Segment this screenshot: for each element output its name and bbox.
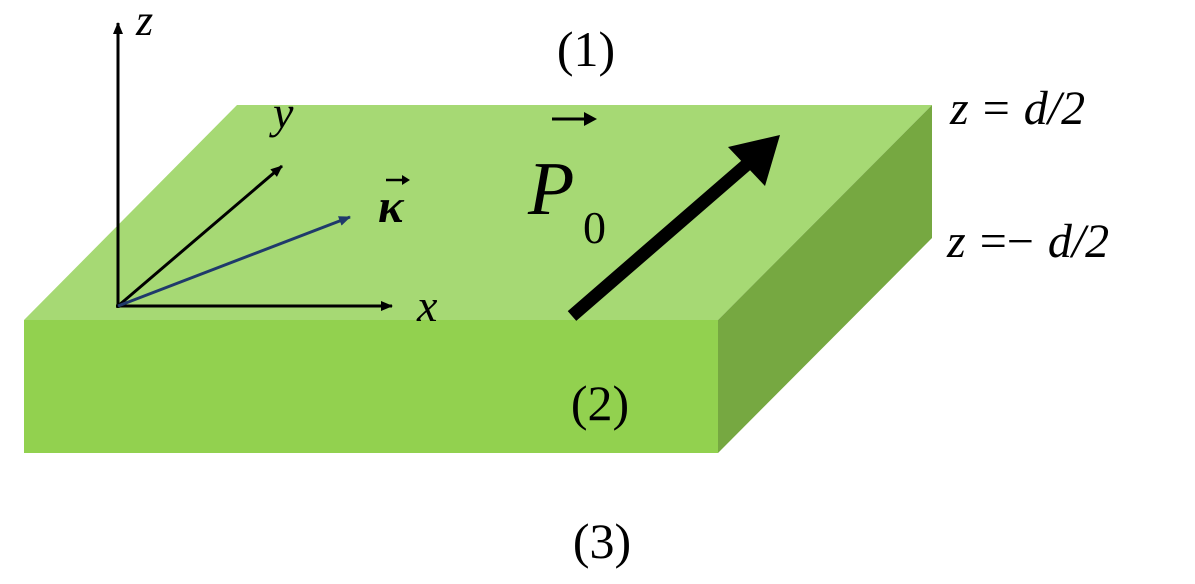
lower-boundary-rhs: d/2 — [1048, 215, 1109, 268]
lower-boundary-label: z =−d/2 — [946, 215, 1109, 268]
polarization-vector-accent-icon — [552, 112, 597, 126]
polarization-label: P 0 — [527, 112, 606, 253]
polarization-subscript: 0 — [583, 202, 606, 253]
lower-boundary-z: z — [946, 215, 966, 268]
slab-top-face — [24, 105, 932, 320]
lower-boundary-eq: = — [980, 215, 1007, 268]
region-1-label: (1) — [557, 21, 615, 77]
z-axis-label: z — [135, 0, 153, 45]
y-axis-arrow — [117, 164, 283, 308]
upper-boundary-rhs: d/2 — [1024, 82, 1085, 135]
slab-front-face — [24, 320, 718, 453]
polarization-arrow — [567, 135, 780, 321]
upper-boundary-label: z = d/2 — [949, 82, 1085, 135]
region-3-label: (3) — [573, 513, 631, 569]
coordinate-axes: z y x κ — [113, 0, 438, 331]
upper-boundary-z: z — [949, 82, 969, 135]
polarization-arrowhead — [728, 135, 780, 186]
slab-side-face — [718, 105, 932, 453]
wavevector-vector-accent-icon — [386, 175, 410, 185]
wavevector-label: κ — [378, 180, 405, 233]
polarization-symbol: P — [527, 147, 574, 231]
slab — [24, 105, 932, 453]
region-2-label: (2) — [571, 375, 629, 431]
y-axis-label: y — [269, 87, 294, 138]
x-axis-label: x — [416, 280, 438, 331]
wavevector-arrow — [117, 215, 351, 308]
lower-boundary-minus: − — [1007, 215, 1034, 268]
upper-boundary-eq: = — [983, 82, 1010, 135]
